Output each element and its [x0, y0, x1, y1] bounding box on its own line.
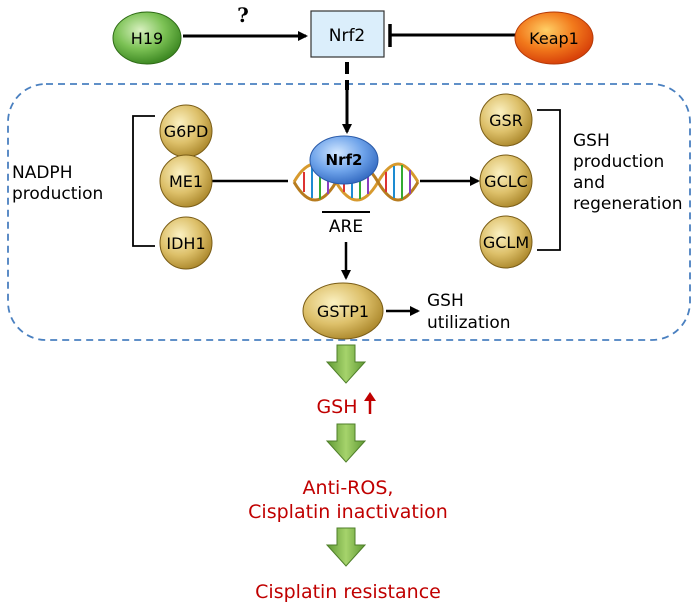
gsr-label: GSR	[489, 111, 523, 130]
nadph-label-line2: production	[12, 184, 103, 204]
unknown-mechanism-mark: ?	[237, 3, 249, 27]
me1-node: ME1	[159, 154, 213, 208]
nrf2-nuclear-node: Nrf2	[309, 135, 379, 185]
gsh-outcome-label: GSH	[316, 396, 357, 418]
are-label: ARE	[329, 217, 363, 237]
gsh-prod-label-line4: regeneration	[573, 194, 683, 214]
gstp1-label: GSTP1	[317, 302, 369, 321]
me1-label: ME1	[169, 172, 203, 191]
green-down-arrow-1	[325, 344, 367, 384]
g6pd-node: G6PD	[159, 104, 213, 158]
idh1-node: IDH1	[159, 216, 213, 270]
gclc-label: GCLC	[484, 172, 528, 191]
gsh-prod-label-line2: production	[573, 152, 664, 172]
idh1-label: IDH1	[166, 234, 205, 253]
nrf2-nuclear-label: Nrf2	[326, 151, 363, 169]
h19-node: H19	[112, 11, 182, 65]
gsh-prod-label-line3: and	[573, 173, 605, 193]
nadph-label-line1: NADPH	[12, 163, 72, 183]
nrf2-box-node: Nrf2	[310, 10, 385, 58]
h19-label: H19	[131, 29, 163, 48]
green-down-arrow-3	[325, 527, 367, 567]
gsh-util-label-line2: utilization	[427, 313, 511, 333]
green-down-arrow-2	[325, 423, 367, 463]
gsh-util-label-line1: GSH	[427, 291, 464, 311]
gsh-production-bracket	[537, 109, 561, 251]
anti-ros-label: Anti-ROS,	[303, 477, 394, 499]
up-arrow-icon	[364, 392, 376, 414]
gsh-prod-label-line1: GSH	[573, 131, 610, 151]
cisplatin-inactivation-label: Cisplatin inactivation	[248, 501, 448, 523]
nadph-bracket	[132, 115, 155, 247]
gstp1-node: GSTP1	[302, 282, 384, 340]
gclc-node: GCLC	[479, 154, 533, 208]
gsr-node: GSR	[479, 93, 533, 147]
gclm-node: GCLM	[479, 215, 533, 269]
g6pd-label: G6PD	[164, 122, 209, 141]
nrf2-box-label: Nrf2	[329, 26, 366, 46]
keap1-label: Keap1	[529, 29, 579, 48]
gclm-label: GCLM	[483, 233, 529, 252]
keap1-node: Keap1	[514, 11, 594, 65]
cisplatin-resistance-label: Cisplatin resistance	[255, 581, 441, 603]
